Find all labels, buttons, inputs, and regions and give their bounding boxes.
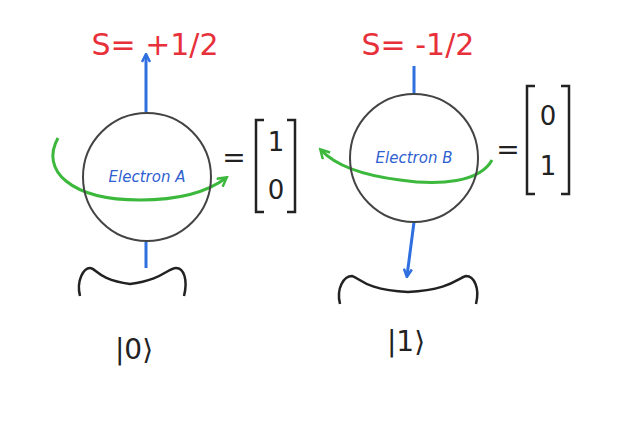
matrix-entry: 0: [540, 103, 557, 129]
rotation-arrow: [321, 150, 492, 183]
matrix-entry: 1: [268, 129, 285, 155]
electron-label: Electron B: [374, 149, 455, 167]
electron-circle: Electron A: [82, 112, 212, 242]
spin-arrow: [145, 55, 148, 112]
spin-value: S= +1/2: [91, 30, 218, 60]
rotation-arrow: [53, 138, 226, 200]
matrix-entry: 0: [268, 177, 285, 203]
equals-sign: =: [496, 136, 519, 164]
electron-circle: Electron B: [349, 93, 479, 223]
spin-value: S= -1/2: [362, 30, 475, 60]
ket-label: |1⟩: [387, 328, 425, 356]
matrix-bracket: [561, 86, 569, 194]
brace: [79, 268, 186, 296]
brace: [339, 276, 477, 304]
spin-arrow: [407, 222, 414, 276]
matrix-entry: 1: [540, 153, 557, 179]
ket-label: |0⟩: [115, 336, 153, 364]
electron-label: Electron A: [107, 168, 188, 186]
equals-sign: =: [222, 144, 245, 172]
matrix-bracket: [527, 86, 535, 194]
spin-axis: [145, 242, 148, 268]
spin-axis: [413, 66, 416, 94]
matrix-bracket: [287, 120, 295, 212]
matrix-bracket: [256, 120, 264, 212]
